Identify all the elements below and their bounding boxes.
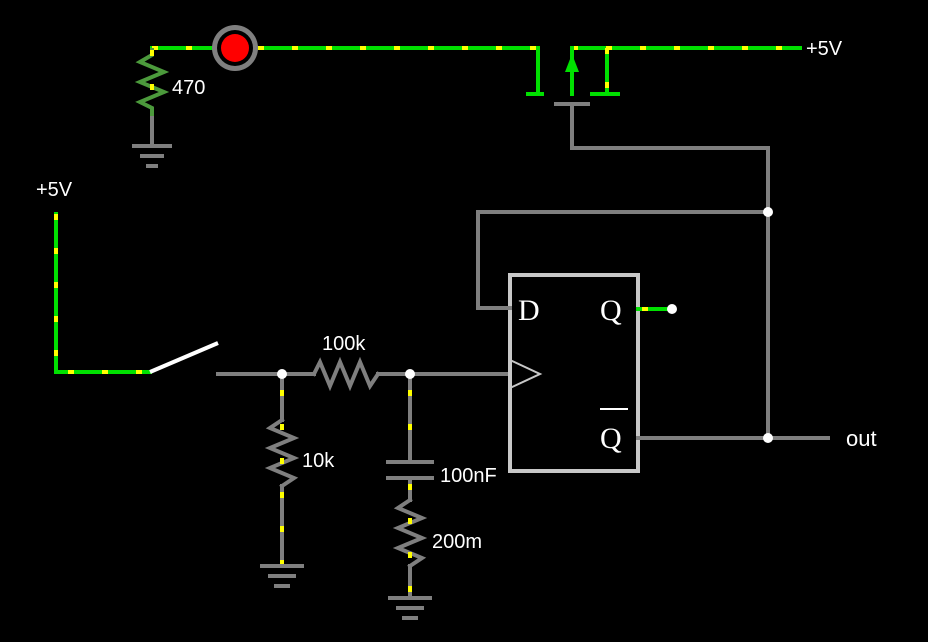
- resistor-10k-label: 10k: [302, 450, 335, 472]
- rc-network: [260, 356, 512, 620]
- output-label: out: [846, 426, 877, 451]
- capacitor-100nf[interactable]: [386, 460, 434, 480]
- supply-top-label: +5V: [806, 38, 843, 60]
- capacitor-label: 100nF: [440, 465, 497, 487]
- ground-symbol-10k: [260, 564, 304, 588]
- resistor-200m-label: 200m: [432, 531, 482, 553]
- ground-symbol-led: [132, 144, 172, 168]
- flipflop-q-label: Q: [600, 294, 622, 327]
- q-output-probe[interactable]: [667, 304, 677, 314]
- led-lamp[interactable]: [212, 25, 258, 71]
- supply-left-label: +5V: [36, 179, 73, 201]
- resistor-100k-label: 100k: [322, 333, 366, 355]
- resistor-100k[interactable]: [311, 356, 381, 392]
- resistor-10k[interactable]: [264, 417, 300, 489]
- resistor-200m[interactable]: [392, 497, 428, 569]
- ground-symbol-cap: [388, 596, 432, 620]
- flipflop-d-label: D: [518, 294, 540, 327]
- junctions: [277, 207, 773, 443]
- flipflop-qbar-label: Q: [600, 422, 622, 455]
- switch-branch: [54, 212, 316, 376]
- switch[interactable]: [149, 341, 219, 374]
- resistor-470-label: 470: [172, 77, 205, 99]
- d-flipflop[interactable]: [508, 273, 640, 473]
- p-mosfet[interactable]: [536, 46, 770, 150]
- led-branch: [132, 25, 802, 168]
- resistor-470[interactable]: [134, 48, 170, 118]
